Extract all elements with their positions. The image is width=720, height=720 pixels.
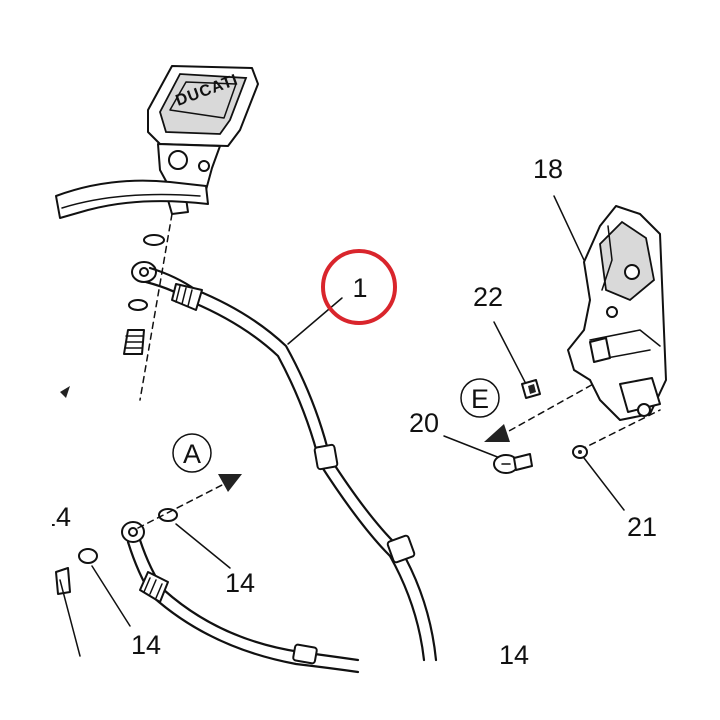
brake-hose-lower [55,508,360,674]
callout-20: 20 [409,408,439,438]
clip-22 [521,379,541,399]
view-ref-a-label: A [183,439,201,469]
callout-14-low: 14 [131,630,161,660]
callout-14-mid: 14 [225,568,255,598]
highlight-ring [321,249,397,325]
callout-14-right: 14 [499,640,529,670]
callout-21: 21 [627,512,657,542]
leader-lines [60,195,661,627]
brake-hose-main [144,266,438,662]
upper-hose-fitting [123,213,173,401]
screw-20 [493,453,533,474]
brake-lever [55,179,209,219]
nut-21 [572,445,588,459]
callout-1: 1 [352,273,367,303]
view-ref-a: A [172,433,212,473]
callout-22: 22 [473,282,503,312]
view-ref-e: E [460,378,500,418]
view-ref-e-label: E [471,384,489,414]
brake-master-cylinder: DUCATI [147,65,259,215]
left-edge-mask [0,490,52,540]
abs-bracket-assembly [567,205,667,421]
callout-18: 18 [533,154,563,184]
